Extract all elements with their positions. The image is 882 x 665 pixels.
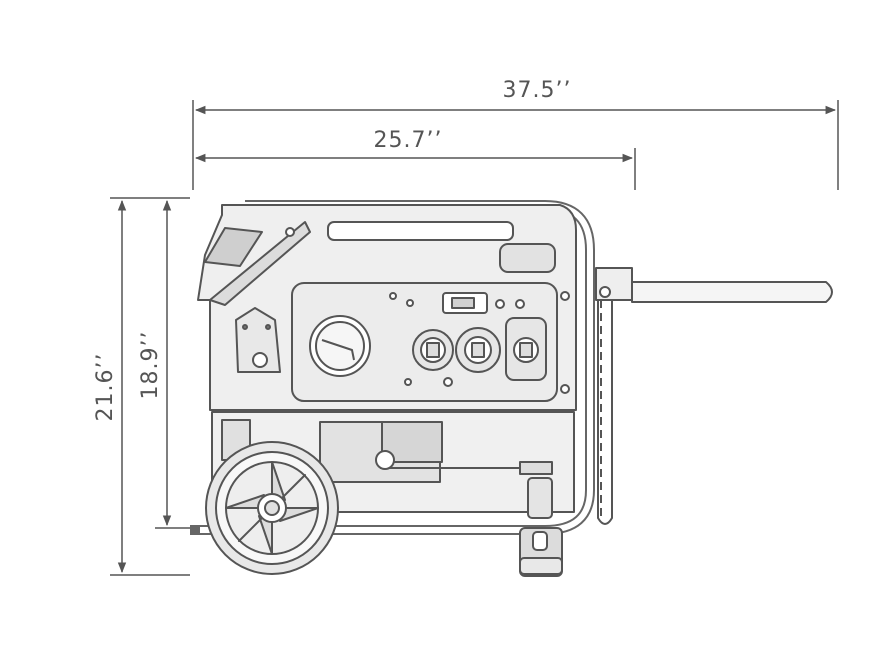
- overall-length-label: 37.5’’: [503, 78, 572, 103]
- dimension-body-height: [155, 199, 190, 529]
- key-switch-plate: [235, 307, 281, 373]
- dimension-overall-length: [192, 100, 839, 190]
- overall-height-label: 21.6’’: [93, 353, 118, 422]
- body-height-label: 18.9’’: [138, 331, 163, 400]
- handle: [595, 267, 833, 525]
- generator-illustration: [190, 200, 833, 577]
- outlet-3: [505, 317, 547, 381]
- wheel: [205, 441, 339, 575]
- dimension-overall-height: [110, 197, 190, 576]
- dimension-body-length: [194, 148, 636, 190]
- outlet-2: [455, 327, 501, 373]
- outlet-1: [412, 329, 454, 371]
- body-length-label: 25.7’’: [374, 128, 443, 153]
